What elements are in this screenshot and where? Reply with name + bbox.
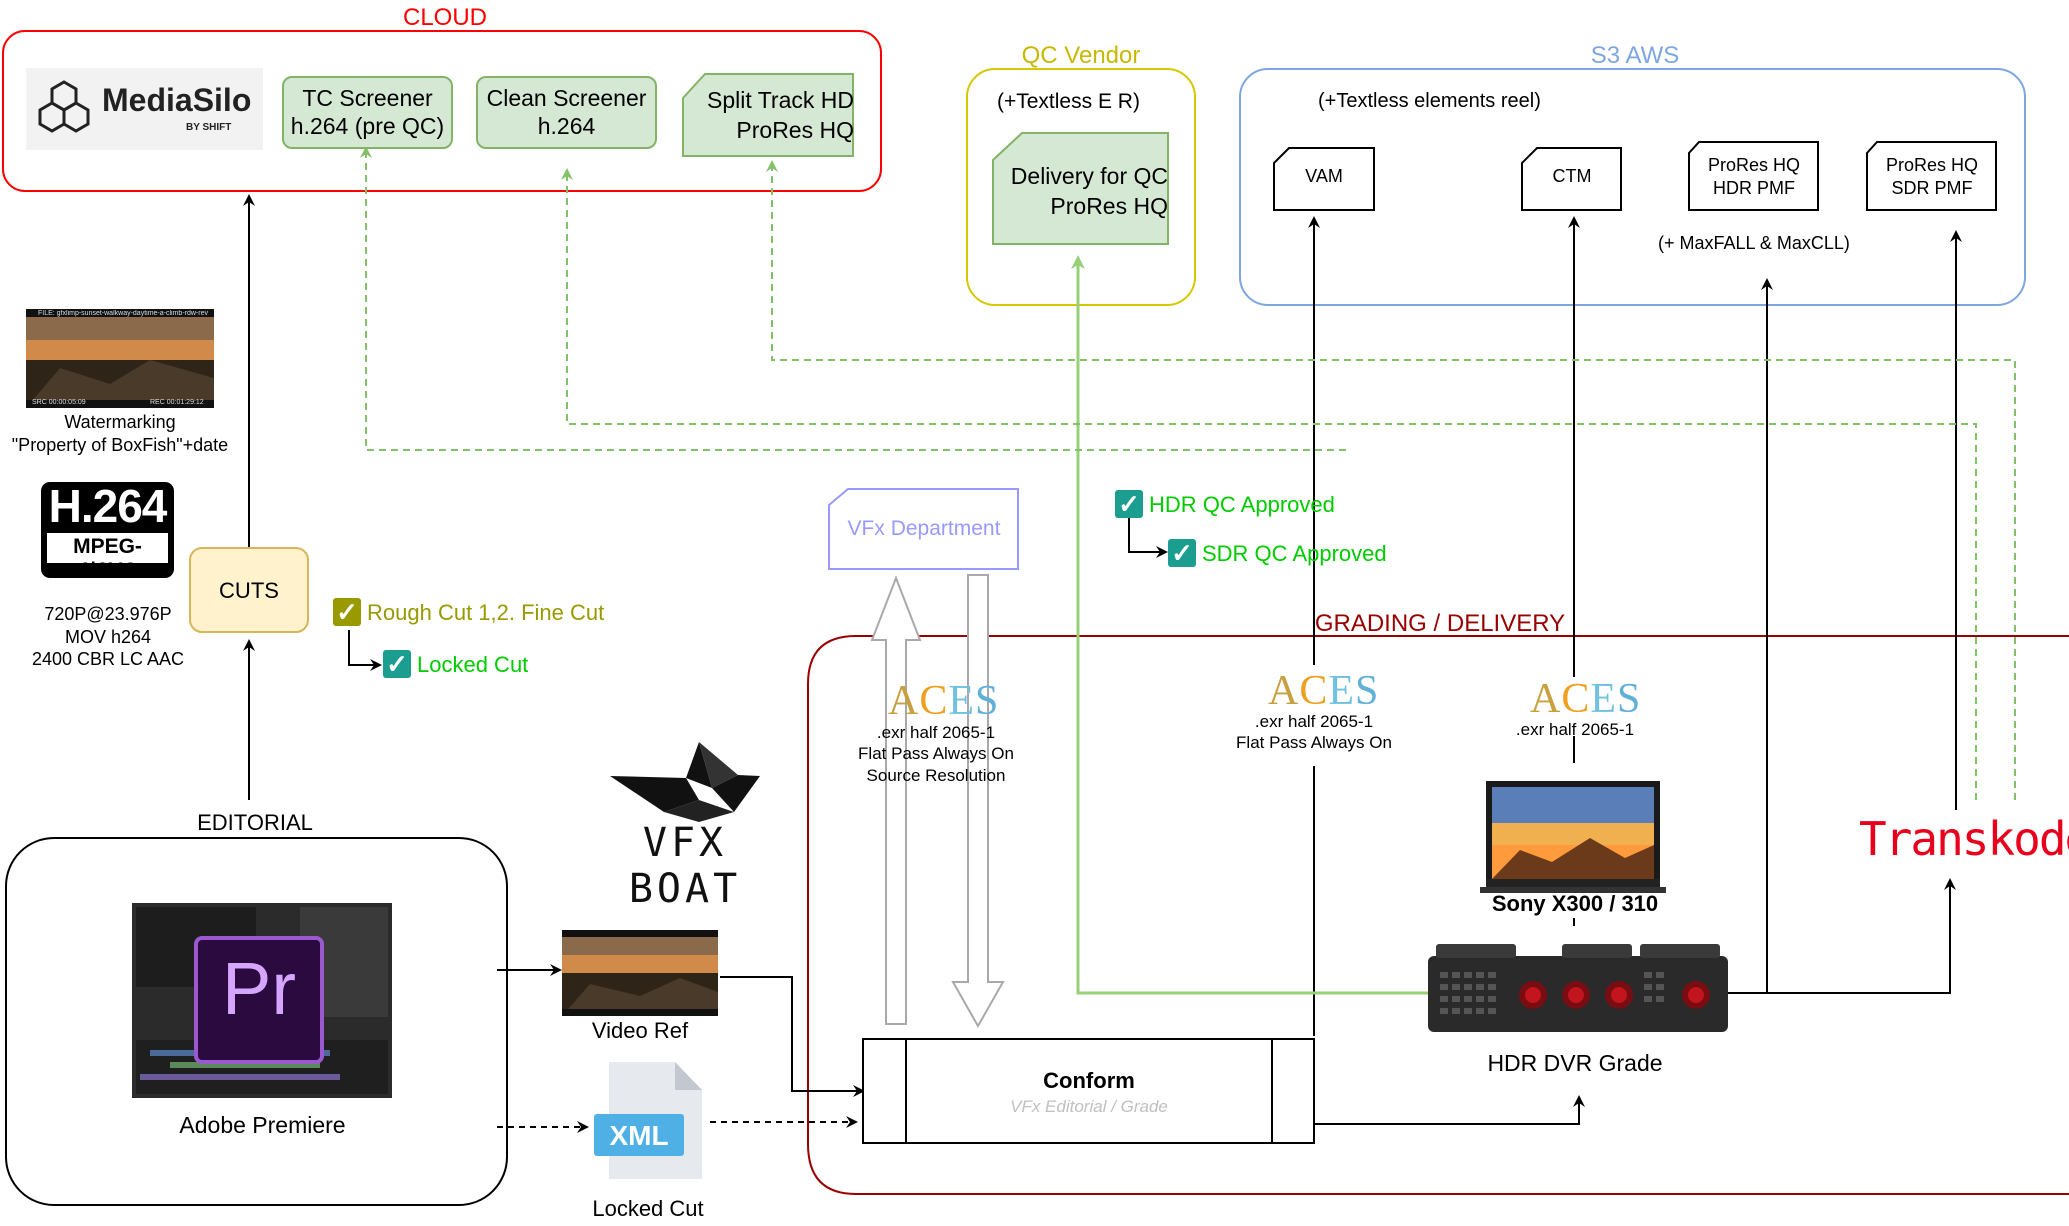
watermark-line1: Watermarking [64,412,176,432]
h264-spec-1: 720P@23.976P [44,604,172,624]
video-ref-thumbnail [562,930,718,1016]
clean-screener-box: Clean Screener h.264 [476,76,657,149]
h264-spec-2: MOV h264 [64,626,152,647]
h264-specs: 720P@23.976P MOV h264 2400 CBR LC AAC [0,603,216,671]
split-track-line1: Split Track HD [707,87,854,113]
h264-logo-big: H.264 [48,480,168,532]
locked-cut-label: Locked Cut [417,652,529,677]
s3-doc-vam [1289,138,1304,148]
vfx-boat-wordmark: VFX BOat [628,820,742,912]
sdr-qc-label: SDR QC Approved [1202,541,1387,566]
rough-cut-check-icon: ✓ [333,598,361,626]
s3-label: S3 AWS [1590,42,1680,69]
premiere-screenshot [132,903,392,1098]
s3-sdr-pmf-line2: SDR PMF [1891,177,1973,198]
aces-caption-1: .exr half 2065-1 Flat Pass Always On Sou… [836,722,1036,786]
split-track-line2: ProRes HQ [736,116,854,143]
s3-group-border [1239,68,2026,306]
hdr-qc-check-icon: ✓ [1115,490,1143,518]
s3-maxfall-note: (+ MaxFALL & MaxCLL) [1658,233,1850,253]
video-ref-label: Video Ref [591,1018,689,1043]
h264-logo-small: MPEG-4/AVC [73,535,142,582]
cuts-box [189,547,309,633]
s3-hdr-pmf-line2: HDR PMF [1713,177,1795,198]
editorial-label: EDITORIAL [197,810,313,835]
xml-label: Locked Cut [592,1196,704,1221]
rough-cut-label: Rough Cut 1,2. Fine Cut [367,600,605,625]
s3-vam-label: VAM [1305,166,1343,186]
aces-3-line1: .exr half 2065-1 [1515,720,1635,739]
sony-label: Sony X300 / 310 [1491,891,1659,916]
thumb-tc-right: REC 00:01:29:12 [150,399,204,406]
sony-monitor-icon [1480,781,1666,893]
cloud-group-border [2,30,882,192]
transkoder-label: Transkoder [1859,812,2069,866]
s3-ctm-label: CTM [1552,166,1592,186]
mediasilo-logo: MediaSilo BY SHIFT [26,68,263,150]
xml-badge: XML [609,1120,669,1151]
clean-screener-line1: Clean Screener [486,84,647,111]
aces-2-line2: Flat Pass Always On [1236,733,1392,753]
qc-delivery-label: Delivery for QC ProRes HQ [998,162,1168,222]
sdr-qc-check-icon: ✓ [1168,539,1196,567]
thumb-tc-left: SRC 00:00:05:09 [32,399,86,406]
clean-screener-line2: h.264 [537,112,596,139]
qc-vendor-group-border [966,68,1196,306]
s3-sdr-pmf-line1: ProRes HQ [1885,155,1979,175]
thumb-filename: FILE: gfxlimp-sunset-walkway-daytime-a-c… [38,310,208,317]
s3-sdr-pmf-label: ProRes HQ SDR PMF [1867,154,1997,199]
watermark-thumbnail [26,309,214,408]
aces-caption-3: .exr half 2065-1 [1475,719,1675,740]
split-track-label: Split Track HD ProRes HQ [690,86,854,146]
premiere-logo: Pr [222,947,296,1030]
editorial-group-border [5,837,508,1206]
qc-delivery-line2: ProRes HQ [1050,192,1168,219]
aces-1-line3: Source Resolution [866,765,1006,785]
grading-group-border [807,635,2069,1195]
watermark-caption: Watermarking "Property of BoxFish"+date [0,411,240,456]
mediasilo-sub: BY SHIFT [186,122,232,133]
conform-title: Conform [1043,1068,1135,1093]
tc-screener-line1: TC Screener [302,84,433,111]
tc-screener-box: TC Screener h.264 (pre QC) [282,76,453,149]
cuts-label: CUTS [219,578,279,603]
s3-hdr-pmf-label: ProRes HQ HDR PMF [1689,154,1819,199]
aces-1-line1: .exr half 2065-1 [876,723,996,742]
vfx-dept-label: VFx Department [847,517,1001,540]
qc-vendor-note: (+Textless E R) [997,90,1140,113]
h264-spec-3: 2400 CBR LC AAC [31,649,185,669]
grading-label: GRADING / DELIVERY [1314,610,1566,637]
dvr-panel-icon [1428,944,1728,1032]
qc-vendor-label: QC Vendor [1021,42,1141,69]
dvr-label: HDR DVR Grade [1487,1050,1663,1076]
watermark-line2: "Property of BoxFish"+date [11,434,229,455]
mediasilo-name: MediaSilo [102,82,252,118]
cloud-label: CLOUD [402,4,487,31]
hdr-qc-label: HDR QC Approved [1149,492,1335,517]
mediasilo-hex-icon [36,78,92,134]
s3-note: (+Textless elements reel) [1318,90,1541,112]
premiere-label: Adobe Premiere [179,1112,346,1138]
locked-cut-check-icon: ✓ [383,650,411,678]
conform-box [862,1038,1315,1144]
vfx-boat-icon [610,742,760,822]
s3-hdr-pmf-line1: ProRes HQ [1707,155,1801,175]
aces-1-line2: Flat Pass Always On [858,744,1014,764]
aces-caption-2: .exr half 2065-1 Flat Pass Always On [1214,711,1414,754]
qc-delivery-line1: Delivery for QC [1010,163,1168,189]
tc-screener-line2: h.264 (pre QC) [290,112,445,139]
conform-subtitle: VFx Editorial / Grade [1010,1097,1168,1116]
aces-2-line1: .exr half 2065-1 [1254,712,1374,731]
